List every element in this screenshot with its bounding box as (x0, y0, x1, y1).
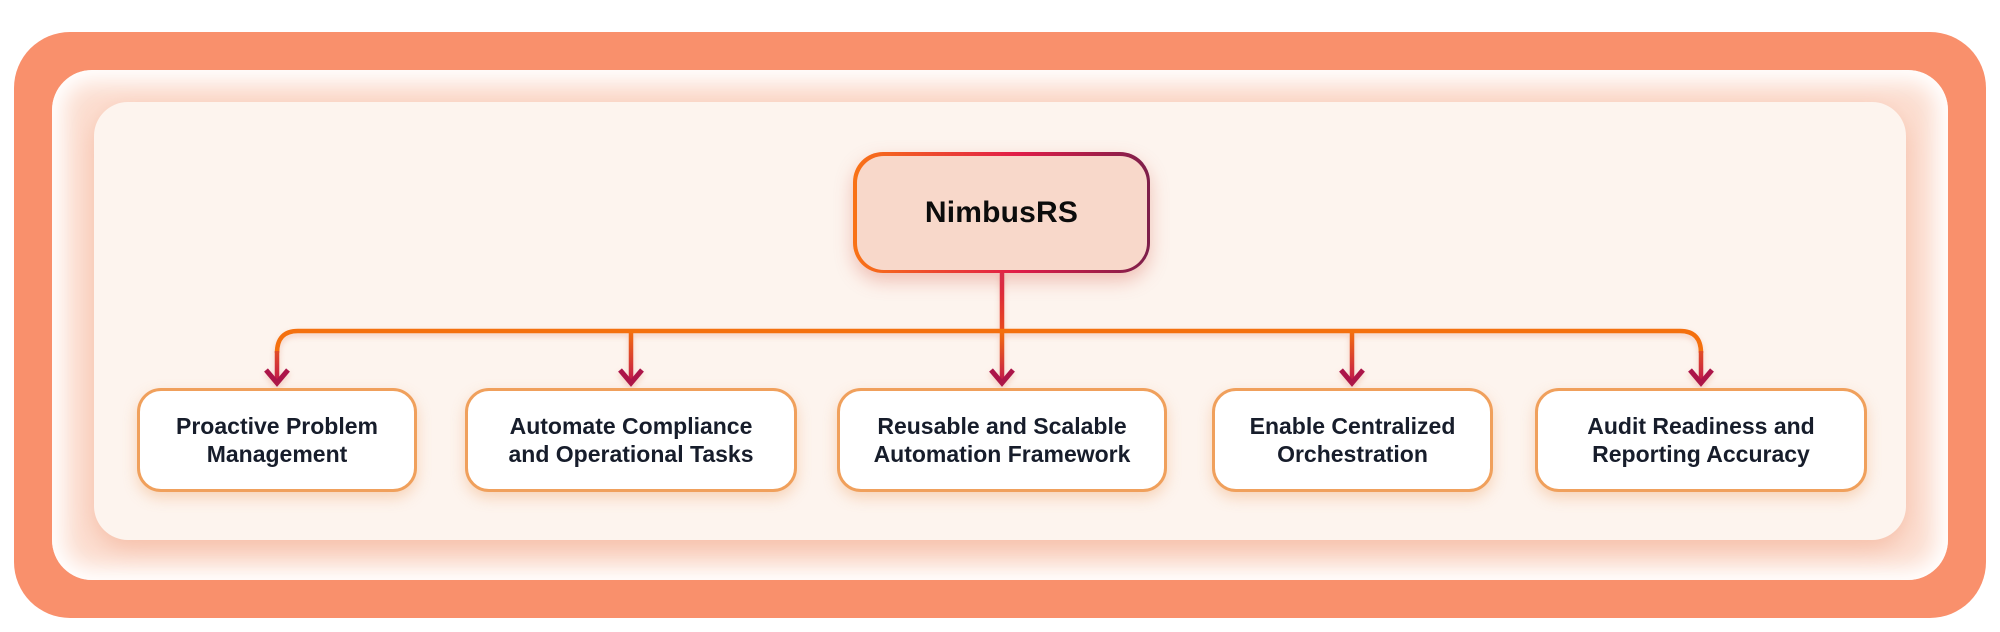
arrowhead-icon (264, 368, 290, 387)
arrowhead-icon (618, 368, 644, 387)
arrowhead-icon (989, 368, 1015, 387)
child-label: Proactive Problem Management (176, 412, 378, 467)
child-label: Automate Compliance and Operational Task… (508, 412, 754, 467)
node-reusable-scalable-automation-framework: Reusable and Scalable Automation Framewo… (837, 388, 1167, 492)
node-root: NimbusRS (853, 152, 1150, 273)
child-label: Reusable and Scalable Automation Framewo… (873, 412, 1131, 467)
node-enable-centralized-orchestration: Enable Centralized Orchestration (1212, 388, 1493, 492)
edge-bus-line (274, 328, 1704, 354)
child-label: Audit Readiness and Reporting Accuracy (1587, 412, 1815, 467)
node-automate-compliance-operational-tasks: Automate Compliance and Operational Task… (465, 388, 797, 492)
arrowhead-icon (1688, 368, 1714, 387)
root-label: NimbusRS (924, 195, 1079, 229)
arrowhead-icon (1339, 368, 1365, 387)
node-proactive-problem-management: Proactive Problem Management (137, 388, 417, 492)
node-root-body: NimbusRS (856, 155, 1147, 270)
node-audit-readiness-reporting-accuracy: Audit Readiness and Reporting Accuracy (1535, 388, 1867, 492)
child-label: Enable Centralized Orchestration (1249, 412, 1456, 467)
